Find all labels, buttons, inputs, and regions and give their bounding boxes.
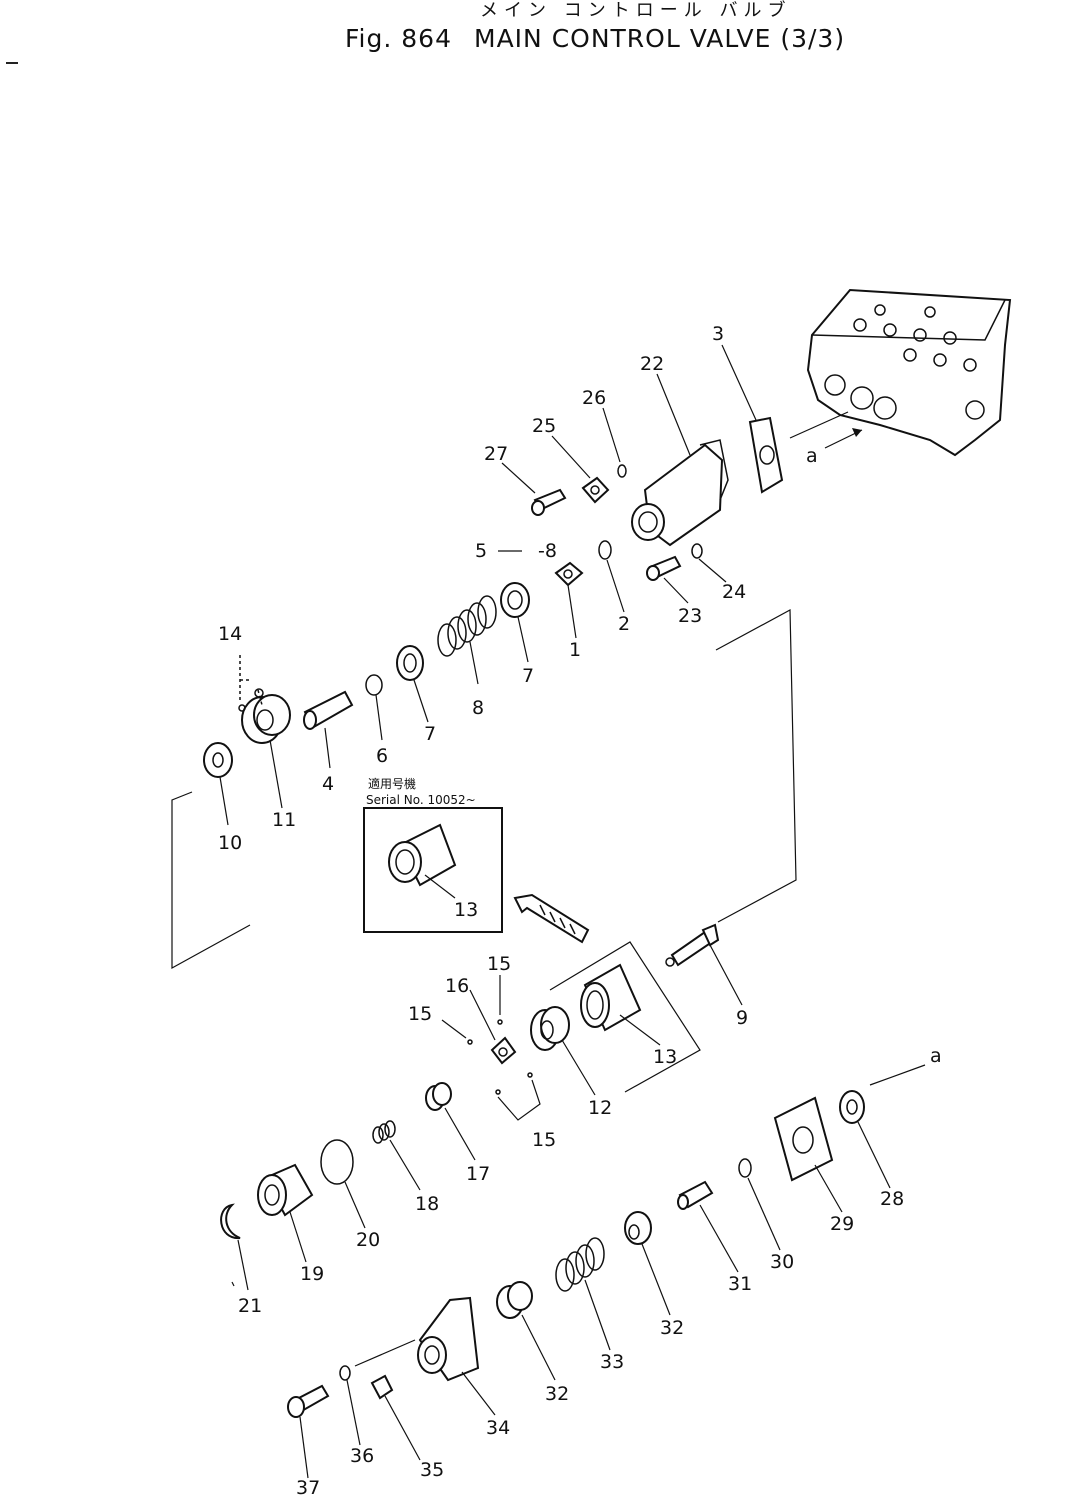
part-29-flange xyxy=(773,1096,834,1182)
label-part-3: 3 xyxy=(712,323,724,345)
part-13-sleeve-serial xyxy=(388,823,457,887)
label-part-6: 6 xyxy=(376,745,388,767)
part-36-washer xyxy=(339,1365,351,1381)
label-part-32-lower: 32 xyxy=(545,1383,569,1405)
part-13-sleeve-lower xyxy=(580,963,642,1032)
label-part-1: 1 xyxy=(569,639,581,661)
part-15-ball-a xyxy=(467,1039,473,1045)
label-part-17: 17 xyxy=(466,1163,490,1185)
label-part-26: 26 xyxy=(582,387,606,409)
part-10-seal xyxy=(203,742,233,778)
part-32-retainer-lower xyxy=(496,1281,533,1319)
part-14-wire xyxy=(238,655,264,712)
part-31-pin xyxy=(677,1180,714,1210)
part-15-ball-c xyxy=(495,1089,501,1095)
part-26-oring xyxy=(617,464,627,478)
part-6-washer xyxy=(365,674,383,696)
part-15-ball-b xyxy=(497,1019,503,1025)
label-part-8-suffix-value: 8 xyxy=(545,540,557,562)
label-part-25: 25 xyxy=(532,415,556,437)
label-part-24: 24 xyxy=(722,581,746,603)
part-23-bolt xyxy=(646,555,682,581)
label-part-29: 29 xyxy=(830,1213,854,1235)
ref-letter-a-top: a xyxy=(806,445,818,467)
part-20-oring xyxy=(320,1139,354,1185)
part-12-piston xyxy=(530,1006,570,1051)
japanese-title: メイン コントロール バルブ xyxy=(480,0,792,21)
label-part-14: 14 xyxy=(218,623,242,645)
serial-note-japanese: 適用号機 xyxy=(368,776,416,791)
label-part-22: 22 xyxy=(640,353,664,375)
label-part-19: 19 xyxy=(300,1263,324,1285)
part-3-flange xyxy=(748,416,784,494)
part-7-retainer-lower xyxy=(396,645,424,681)
part-8-spring xyxy=(437,595,497,657)
figure-name: MAIN CONTROL VALVE (3/3) xyxy=(474,24,846,53)
margin-mark xyxy=(6,62,18,64)
label-part-27: 27 xyxy=(484,443,508,465)
serial-number-box xyxy=(363,807,503,933)
label-part-8: 8 xyxy=(472,697,484,719)
figure-title: Fig. 864 MAIN CONTROL VALVE (3/3) xyxy=(345,24,867,53)
part-17-plug xyxy=(425,1082,452,1111)
part-7-retainer-upper xyxy=(500,582,530,618)
valve-body xyxy=(806,288,1012,457)
part-27-bolt xyxy=(531,488,567,516)
label-part-7-upper: 7 xyxy=(522,665,534,687)
part-16-check xyxy=(490,1036,517,1065)
figure-number: Fig. 864 xyxy=(345,24,452,53)
label-part-33: 33 xyxy=(600,1351,624,1373)
part-30-oring xyxy=(738,1158,752,1178)
part-24-washer xyxy=(691,543,703,559)
part-2-oring xyxy=(598,540,612,560)
label-part-4: 4 xyxy=(322,773,334,795)
label-part-2: 2 xyxy=(618,613,630,635)
label-part-37: 37 xyxy=(296,1477,320,1499)
label-part-13-lower: 13 xyxy=(653,1046,677,1068)
label-part-13-serial: 13 xyxy=(454,899,478,921)
label-part-10: 10 xyxy=(218,832,242,854)
label-part-5: 5 xyxy=(475,540,487,562)
part-34-housing xyxy=(417,1296,480,1382)
label-part-8-suffix: -8 xyxy=(538,540,557,562)
label-part-36: 36 xyxy=(350,1445,374,1467)
label-part-16: 16 xyxy=(445,975,469,997)
label-part-7-lower: 7 xyxy=(424,723,436,745)
part-35-fitting xyxy=(370,1374,394,1400)
ref-letter-a-bottom: a xyxy=(930,1045,942,1067)
part-22-housing xyxy=(631,439,729,547)
part-9-pin xyxy=(665,923,720,967)
label-part-9: 9 xyxy=(736,1007,748,1029)
label-part-12: 12 xyxy=(588,1097,612,1119)
label-part-30: 30 xyxy=(770,1251,794,1273)
part-15-ball-d xyxy=(527,1072,533,1078)
label-part-35: 35 xyxy=(420,1459,444,1481)
part-33-spring xyxy=(555,1237,605,1292)
label-part-32-upper: 32 xyxy=(660,1317,684,1339)
label-part-18: 18 xyxy=(415,1193,439,1215)
direction-arrow xyxy=(513,893,590,944)
part-21-snap-ring xyxy=(220,1203,241,1240)
part-1-plug xyxy=(554,561,584,587)
label-part-21: 21 xyxy=(238,1295,262,1317)
label-part-15-left: 15 xyxy=(408,1003,432,1025)
label-part-23: 23 xyxy=(678,605,702,627)
part-19-cap xyxy=(257,1163,314,1217)
label-part-31: 31 xyxy=(728,1273,752,1295)
label-part-15-bottom: 15 xyxy=(532,1129,556,1151)
label-part-34: 34 xyxy=(486,1417,510,1439)
part-25-fitting xyxy=(581,476,610,504)
label-part-15-top: 15 xyxy=(487,953,511,975)
part-37-bolt xyxy=(287,1384,330,1418)
label-part-20: 20 xyxy=(356,1229,380,1251)
part-32-retainer-upper xyxy=(624,1211,652,1245)
part-11-cap xyxy=(241,694,291,744)
part-28-seal xyxy=(839,1090,865,1124)
part-18-spring xyxy=(372,1120,396,1144)
part-4-spool xyxy=(303,690,354,730)
label-part-28: 28 xyxy=(880,1188,904,1210)
serial-note-text: Serial No. 10052~ xyxy=(366,793,476,807)
label-part-11: 11 xyxy=(272,809,296,831)
